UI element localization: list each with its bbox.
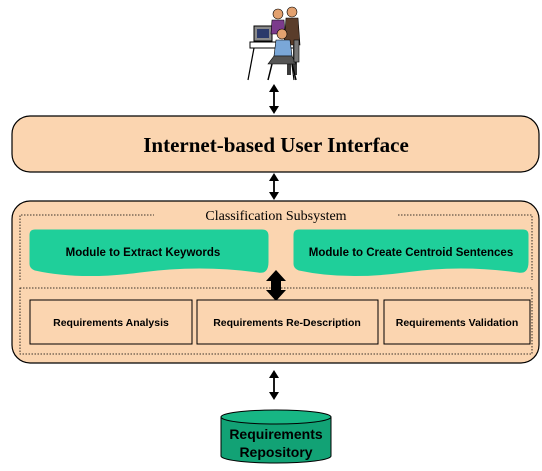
user-interface-box bbox=[11, 115, 540, 173]
modules-dotted-frame bbox=[19, 214, 533, 280]
classification-subsystem-label: Classification Subsystem bbox=[205, 209, 346, 224]
requirements-repository-cylinder bbox=[220, 409, 332, 464]
arrow-ui-to-subsystem bbox=[269, 173, 279, 200]
arrow-users-to-ui bbox=[269, 84, 279, 114]
module-centroid-sentences-box bbox=[293, 229, 529, 277]
module-extract-keywords-box bbox=[29, 229, 269, 277]
requirements-validation-label: Requirements Validation bbox=[396, 317, 519, 329]
people-at-computer-icon bbox=[247, 6, 301, 81]
module-centroid-sentences-label: Module to Create Centroid Sentences bbox=[309, 247, 513, 259]
requirements-analysis-label: Requirements Analysis bbox=[53, 317, 169, 329]
block-double-arrow bbox=[266, 270, 286, 301]
repository-label-line2: Repository bbox=[239, 444, 312, 460]
arrow-subsystem-to-repository bbox=[269, 370, 279, 400]
requirements-analysis-box bbox=[29, 299, 193, 345]
repository-label-line1: Requirements bbox=[229, 426, 323, 442]
module-extract-keywords-label: Module to Extract Keywords bbox=[66, 247, 221, 259]
requirements-validation-box bbox=[383, 299, 531, 345]
user-interface-label: Internet-based User Interface bbox=[143, 133, 409, 157]
requirements-redescription-box bbox=[196, 299, 379, 345]
requirements-redescription-label: Requirements Re-Description bbox=[213, 317, 361, 329]
functions-dotted-frame bbox=[19, 287, 533, 355]
